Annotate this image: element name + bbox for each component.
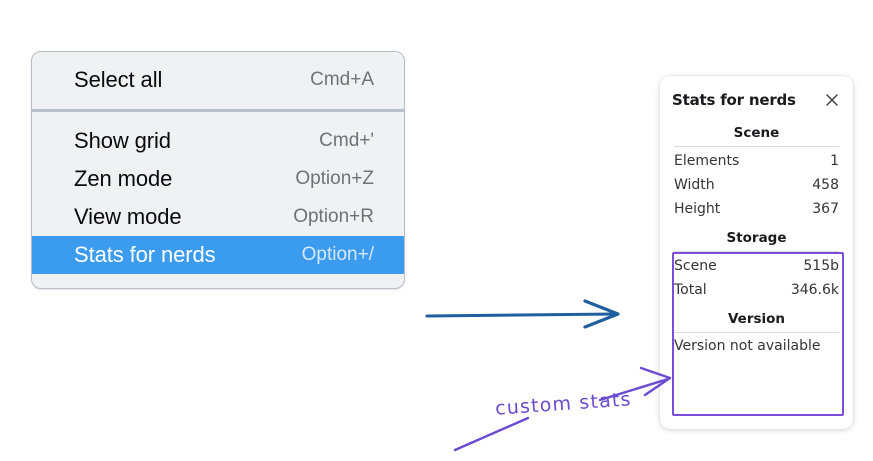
version-value: Version not available [674,338,821,354]
menu-item-label: Stats for nerds [74,242,216,267]
menu-item-shortcut: Cmd+A [310,69,374,90]
stats-section-scene: Scene Elements 1 Width 458 Height 367 [672,116,841,221]
menu-group-1: Select all Cmd+A [32,52,404,109]
menu-item-shortcut: Cmd+' [319,130,374,151]
menu-item-label: Select all [74,67,163,92]
stat-value: 515b [803,258,839,274]
stat-row-elements: Elements 1 [672,149,841,173]
annotation-label: custom stats [494,388,633,420]
stat-row-width: Width 458 [672,173,841,197]
stat-value: 458 [812,177,839,193]
section-heading-version: Version [727,311,786,327]
stat-value: 367 [812,201,839,217]
stat-key: Total [674,282,707,298]
stat-value: 1 [830,153,839,169]
stats-for-nerds-panel: Stats for nerds Scene Elements 1 Width 4… [660,76,853,429]
section-divider [674,146,839,147]
section-divider [674,332,839,333]
stat-key: Elements [674,153,740,169]
menu-item-view-mode[interactable]: View mode Option+R [32,198,404,236]
menu-item-label: View mode [74,204,182,229]
stat-row-storage-total: Total 346.6k [672,278,841,302]
menu-item-shortcut: Option+Z [295,168,374,189]
stat-key: Scene [674,258,717,274]
menu-item-label: Zen mode [74,166,173,191]
menu-group-2: Show grid Cmd+' Zen mode Option+Z View m… [32,109,404,288]
menu-item-show-grid[interactable]: Show grid Cmd+' [32,122,404,160]
menu-item-stats-for-nerds[interactable]: Stats for nerds Option+/ [32,236,404,274]
section-heading-storage: Storage [726,230,787,246]
close-icon[interactable] [823,91,841,109]
stat-key: Height [674,201,721,217]
menu-item-label: Show grid [74,128,171,153]
context-menu[interactable]: Select all Cmd+A Show grid Cmd+' Zen mod… [31,51,405,289]
section-divider [674,251,839,252]
menu-item-shortcut: Option+/ [301,244,374,265]
stats-section-storage: Storage Scene 515b Total 346.6k [672,221,841,302]
blue-arrow-icon [425,299,620,329]
purple-underline-stroke [453,416,530,452]
stat-key: Width [674,177,715,193]
stat-value: 346.6k [790,282,839,298]
menu-item-shortcut: Option+R [293,206,374,227]
panel-header: Stats for nerds [672,76,841,116]
stat-row-storage-scene: Scene 515b [672,254,841,278]
section-heading-scene: Scene [733,125,780,141]
menu-item-zen-mode[interactable]: Zen mode Option+Z [32,160,404,198]
panel-title: Stats for nerds [672,91,796,109]
stat-row-height: Height 367 [672,197,841,221]
stats-section-version: Version Version not available [672,302,841,354]
menu-item-select-all[interactable]: Select all Cmd+A [32,61,404,99]
